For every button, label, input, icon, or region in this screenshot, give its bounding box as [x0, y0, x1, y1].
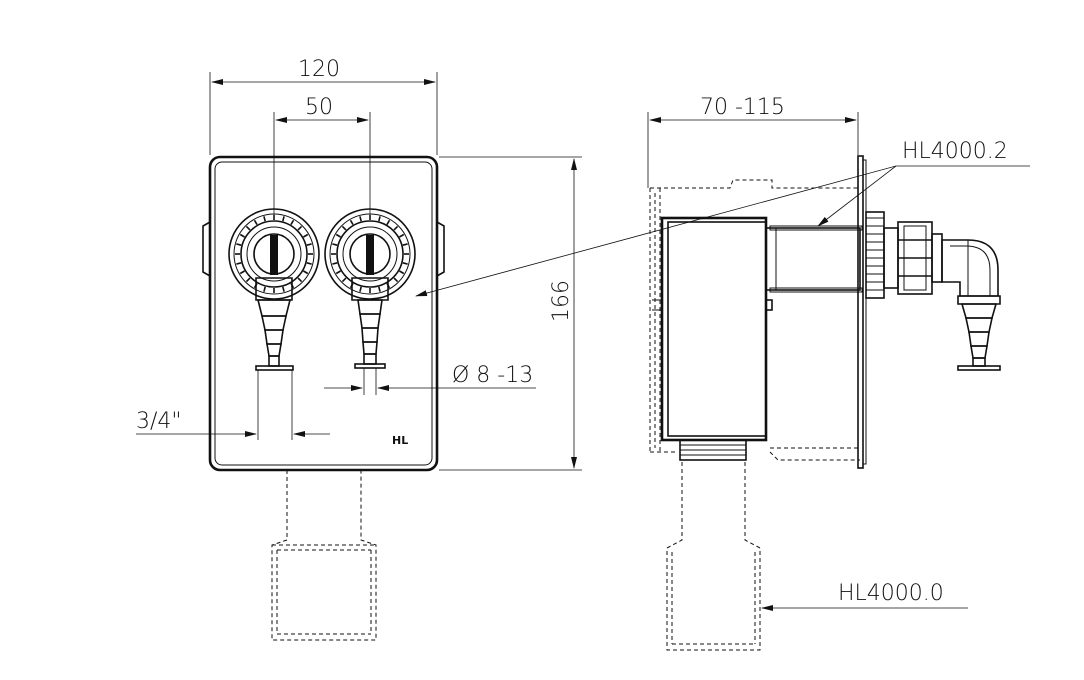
right-hose-barb	[354, 299, 386, 369]
valve-ring-tooth	[393, 277, 399, 283]
valve-ring-tooth	[335, 270, 341, 275]
side-drain-pipe	[666, 462, 761, 651]
right-valve	[324, 208, 416, 369]
elbow-fitting	[941, 239, 1001, 305]
side-hose-barb	[957, 303, 1001, 371]
valve-ring-tooth	[306, 243, 312, 246]
valve-ring-tooth	[306, 262, 312, 265]
valve-ring-tooth	[253, 219, 258, 225]
valve-ring-tooth	[236, 243, 242, 246]
valve-ring-tooth	[359, 286, 362, 292]
valve-ring-tooth	[297, 277, 303, 283]
valve-ring-tooth	[282, 216, 285, 222]
valve-ring-tooth	[239, 233, 245, 238]
valve-ring-tooth	[402, 243, 408, 246]
valve-ring-tooth	[245, 277, 251, 283]
front-logo: HL	[392, 434, 408, 447]
callout-upper-part: HL4000.2	[902, 139, 1008, 164]
valve-ring-tooth	[393, 225, 399, 231]
valve-ring-tooth	[399, 233, 405, 238]
valve-ring-tooth	[332, 243, 338, 246]
left-hose-barb	[255, 299, 294, 371]
valve-ring-tooth	[245, 225, 251, 231]
valve-ring-tooth	[236, 262, 242, 265]
dim-spacing: 50	[305, 95, 333, 120]
dim-thread: 3/4"	[136, 409, 182, 434]
valve-ring-tooth	[297, 225, 303, 231]
valve-ring-tooth	[402, 262, 408, 265]
side-body	[660, 216, 768, 442]
valve-ring-tooth	[399, 270, 405, 275]
dim-hose-diameter: Ø 8 -13	[452, 363, 533, 388]
dim-depth: 70 -115	[700, 95, 785, 120]
side-dashed-housing	[649, 179, 860, 461]
valve-ring-tooth	[386, 219, 391, 225]
valve-ring-tooth	[335, 233, 341, 238]
valve-ring-tooth	[303, 233, 309, 238]
valve-ring-tooth	[341, 225, 347, 231]
valve-ring-tooth	[239, 270, 245, 275]
callout-lower-part: HL4000.0	[838, 581, 944, 606]
front-dimensions: 120 50 166 3/4" Ø 8 -13	[136, 57, 582, 471]
valve-ring-tooth	[378, 216, 381, 222]
union-nut	[883, 221, 943, 295]
valve-ring-tooth	[349, 219, 354, 225]
side-view	[649, 155, 1001, 651]
telescopic-tube	[765, 225, 863, 293]
valve-ring-tooth	[290, 219, 295, 225]
valve-ring-tooth	[282, 286, 285, 292]
valve-ring-tooth	[263, 286, 266, 292]
front-box	[208, 155, 439, 472]
side-dimensions: 70 -115 HL4000.2 HL4000.0	[415, 95, 1030, 611]
valve-ring-tooth	[303, 270, 309, 275]
valve-ring-tooth	[263, 216, 266, 222]
dim-overall-width: 120	[298, 57, 340, 82]
valve-ring-tooth	[341, 277, 347, 283]
front-view: HL	[202, 155, 445, 641]
connector-nut	[865, 211, 885, 299]
valve-ring-tooth	[378, 286, 381, 292]
drain-socket	[679, 439, 747, 461]
left-valve	[228, 208, 320, 371]
front-drain-pipe	[271, 470, 377, 641]
valve-ring-tooth	[332, 262, 338, 265]
wall-plate	[857, 155, 864, 469]
valve-ring-tooth	[359, 216, 362, 222]
dim-height: 166	[549, 280, 574, 322]
